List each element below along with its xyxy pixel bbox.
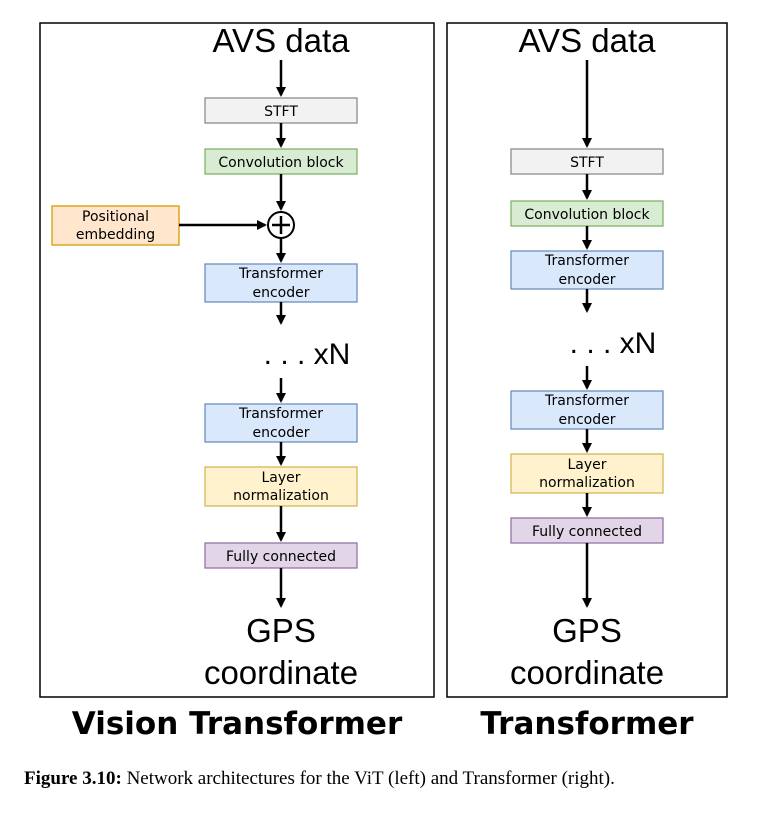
tr-encoder-1-line2: encoder xyxy=(558,272,615,288)
vit-output-line1: GPS xyxy=(246,612,316,649)
tr-norm-line1: Layer xyxy=(567,457,606,473)
tr-encoder-block-2: Transformer encoder xyxy=(510,390,664,430)
vit-conv-box xyxy=(204,148,358,175)
vit-norm-line1: Layer xyxy=(261,470,300,486)
tr-stft-label: STFT xyxy=(570,155,604,171)
transformer-panel: AVS data STFT Convolution block Transfor… xyxy=(446,22,728,698)
vit-stft-label: STFT xyxy=(264,104,298,120)
tr-encoder-2-line1: Transformer xyxy=(544,393,629,409)
vit-encoder-block-2: Transformer encoder xyxy=(204,403,358,443)
tr-encoder-box-2 xyxy=(510,390,664,430)
tr-stft-box xyxy=(510,148,664,175)
tr-input-label: AVS data xyxy=(519,22,657,59)
vit-positional-label-line2: embedding xyxy=(76,227,155,243)
vit-encoder-2-line1: Transformer xyxy=(238,406,323,422)
vit-fc-box xyxy=(204,542,358,569)
vit-positional-block: Positional embedding xyxy=(51,205,180,246)
vit-encoder-1-line2: encoder xyxy=(252,285,309,301)
vit-encoder-box-1 xyxy=(204,263,358,303)
vit-panel-frame xyxy=(39,22,435,698)
tr-norm-line2: normalization xyxy=(539,475,635,491)
vit-fc-block: Fully connected xyxy=(204,542,358,569)
vit-stft-block: STFT xyxy=(204,97,358,124)
tr-fc-box xyxy=(510,517,664,544)
tr-encoder-1-line1: Transformer xyxy=(544,253,629,269)
vit-add-node-icon xyxy=(267,211,295,239)
vit-output-line2: coordinate xyxy=(204,654,358,691)
vit-positional-label-line1: Positional xyxy=(82,209,149,225)
figure-caption: Figure 3.10: Network architectures for t… xyxy=(24,765,754,793)
figure-caption-label: Figure 3.10: xyxy=(24,768,122,789)
vit-norm-line2: normalization xyxy=(233,488,329,504)
tr-norm-box xyxy=(510,453,664,494)
vit-conv-block: Convolution block xyxy=(204,148,358,175)
tr-conv-block: Convolution block xyxy=(510,200,664,227)
vit-encoder-block-1: Transformer encoder xyxy=(204,263,358,303)
tr-output-line2: coordinate xyxy=(510,654,664,691)
tr-norm-block: Layer normalization xyxy=(510,453,664,494)
vit-norm-block: Layer normalization xyxy=(204,466,358,507)
vit-positional-box xyxy=(51,205,180,246)
tr-fc-label: Fully connected xyxy=(532,524,642,540)
figure-caption-text: Network architectures for the ViT (left)… xyxy=(121,768,615,789)
vit-panel: AVS data STFT Convolution block Position… xyxy=(39,22,435,698)
tr-stft-block: STFT xyxy=(510,148,664,175)
transformer-panel-title: Transformer xyxy=(480,706,694,742)
vit-repeat-label: . . . xN xyxy=(264,338,351,371)
tr-encoder-block-1: Transformer encoder xyxy=(510,250,664,290)
tr-output-line1: GPS xyxy=(552,612,622,649)
vit-conv-label: Convolution block xyxy=(218,155,344,171)
tr-fc-block: Fully connected xyxy=(510,517,664,544)
vit-encoder-1-line1: Transformer xyxy=(238,266,323,282)
vit-fc-label: Fully connected xyxy=(226,549,336,565)
vit-input-label: AVS data xyxy=(213,22,351,59)
vit-encoder-2-line2: encoder xyxy=(252,425,309,441)
tr-encoder-box-1 xyxy=(510,250,664,290)
tr-encoder-2-line2: encoder xyxy=(558,412,615,428)
tr-repeat-label: . . . xN xyxy=(570,327,657,360)
vit-panel-title: Vision Transformer xyxy=(72,706,403,742)
tr-conv-label: Convolution block xyxy=(524,207,650,223)
